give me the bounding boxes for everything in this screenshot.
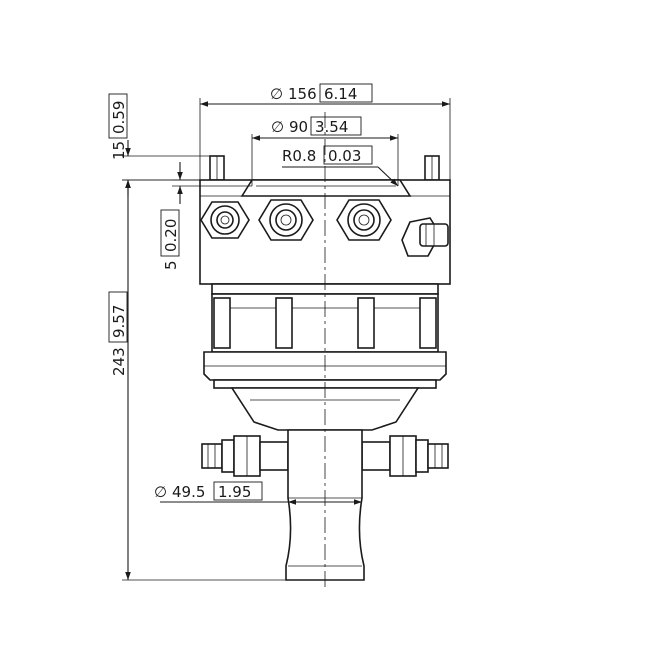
fitting-2 [258,199,314,241]
overall-height-metric: 243 [110,347,128,376]
shaft-diameter-imperial: 1.95 [218,483,251,501]
dimension-overall-height: 243 9.57 [108,179,286,581]
dimension-pitch-diameter: ∅ 90 3.54 [251,116,399,186]
dimension-radius: R0.8 0.03 [282,145,399,187]
side-fitting-left [201,435,289,477]
pitch-diameter-imperial: 3.54 [315,118,348,136]
shaft-diameter-symbol: ∅ [154,483,167,501]
fitting-4 [401,217,449,257]
dimension-overall-diameter: ∅ 156 6.14 [199,83,451,180]
pitch-diameter-metric: 90 [289,118,308,136]
radius-imperial: 0.03 [328,147,361,165]
offset-imperial: 0.20 [162,219,180,252]
shaft-diameter-metric: 49.5 [172,483,205,501]
overall-diameter-metric: 156 [288,85,317,103]
fitting-1 [200,201,250,239]
overall-diameter-symbol: ∅ [270,85,283,103]
top-stud-right [424,155,440,181]
side-fitting-right [361,435,449,477]
fitting-3 [336,199,392,241]
pitch-diameter-symbol: ∅ [271,118,284,136]
stud-height-metric: 15 [110,141,128,160]
overall-height-imperial: 9.57 [110,305,128,338]
offset-metric: 5 [162,260,180,270]
stud-height-imperial: 0.59 [110,101,128,134]
radius-metric: R0.8 [282,147,316,165]
rotator-body [199,112,451,590]
dimension-stud-height: 15 0.59 [108,93,210,196]
dimension-shaft-diameter: ∅ 49.5 1.95 [154,481,362,505]
top-stud-left [209,155,225,181]
overall-diameter-imperial: 6.14 [324,85,357,103]
